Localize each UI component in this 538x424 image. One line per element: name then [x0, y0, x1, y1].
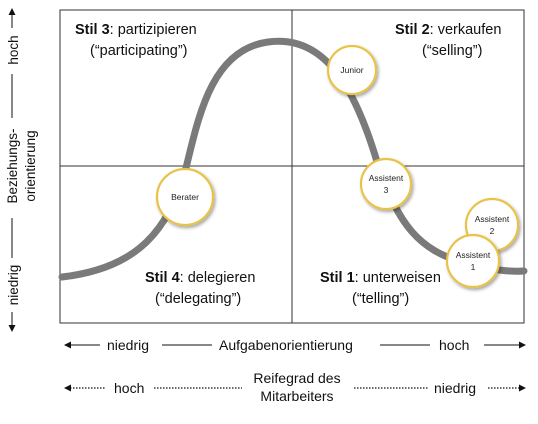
svg-text:2: 2 — [490, 226, 495, 236]
maturity-arrow-right-icon — [519, 384, 526, 392]
quadrant-top-right-title: Stil 2: verkaufen — [395, 22, 501, 38]
y-axis-high-label: hoch — [6, 35, 21, 64]
x-axis-high-label: hoch — [439, 337, 469, 353]
maturity-arrow-left-icon — [64, 384, 71, 392]
x-axis: niedrig Aufgabenorientierung hoch — [64, 337, 526, 353]
bubble-berater: Berater — [155, 167, 215, 227]
x-axis-low-label: niedrig — [107, 337, 149, 353]
quadrant-bottom-left-title: Stil 4: delegieren — [145, 270, 255, 286]
bubble-junior: Junior — [326, 44, 378, 96]
bubble-assistent-3: Assistent 3 — [359, 157, 413, 211]
quadrant-bottom-right-subtitle: (“telling”) — [352, 291, 409, 307]
svg-text:Assistent: Assistent — [475, 214, 510, 224]
bubble-assistent-1: Assistent 1 — [445, 233, 501, 289]
y-axis-label-line2: orientierung — [23, 130, 38, 201]
quadrant-bottom-right-title: Stil 1: unterweisen — [320, 270, 441, 286]
maturity-label-line2: Mitarbeiters — [260, 388, 333, 404]
y-axis-arrow-up-icon — [8, 8, 16, 15]
svg-text:3: 3 — [384, 185, 389, 195]
x-axis-arrow-right-icon — [519, 341, 526, 349]
svg-text:Berater: Berater — [171, 192, 199, 202]
x-axis-arrow-left-icon — [64, 341, 71, 349]
maturity-right-label: niedrig — [434, 380, 476, 396]
quadrant-top-left-subtitle: (“participating”) — [90, 43, 188, 59]
y-axis-arrow-down-icon — [8, 325, 16, 332]
quadrant-top-right-subtitle: (“selling”) — [422, 43, 482, 59]
quadrant-top-left-title: Stil 3: partizipieren — [75, 22, 197, 38]
maturity-label-line1: Reifegrad des — [253, 370, 340, 386]
maturity-left-label: hoch — [114, 380, 144, 396]
x-axis-label: Aufgabenorientierung — [219, 337, 353, 353]
y-axis: hoch Beziehungs- orientierung niedrig — [5, 8, 38, 332]
svg-text:Assistent: Assistent — [369, 173, 404, 183]
svg-text:1: 1 — [471, 262, 476, 272]
quadrant-bottom-left-subtitle: (“delegating”) — [155, 291, 241, 307]
y-axis-low-label: niedrig — [6, 265, 21, 306]
svg-text:Assistent: Assistent — [456, 250, 491, 260]
svg-text:Junior: Junior — [340, 65, 363, 75]
y-axis-label-line1: Beziehungs- — [5, 128, 20, 203]
maturity-axis: hoch Reifegrad des Mitarbeiters niedrig — [64, 370, 526, 404]
